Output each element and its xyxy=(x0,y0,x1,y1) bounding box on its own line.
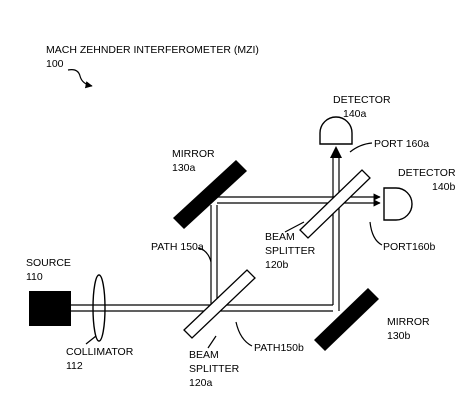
path-a-leader xyxy=(197,247,212,263)
collimator-lens xyxy=(92,274,106,342)
detector-b-ref: 140b xyxy=(432,181,456,193)
detector-b-label: DETECTOR xyxy=(398,167,456,179)
beam-splitter-a xyxy=(183,269,256,339)
detector-b xyxy=(383,187,413,221)
diagram-title-ref: 100 xyxy=(46,58,64,70)
collimator-ref: 112 xyxy=(66,360,83,372)
collimator-label: COLLIMATOR xyxy=(66,346,134,358)
port-a-label: PORT 160a xyxy=(374,138,429,150)
source-label: SOURCE xyxy=(26,257,71,269)
collimator-leader xyxy=(85,335,97,345)
detector-a xyxy=(319,116,353,145)
beam-splitter-a-line1: BEAM xyxy=(189,349,219,361)
beam-splitter-b-leader xyxy=(284,221,305,233)
diagram-title: MACH ZEHNDER INTERFEROMETER (MZI) xyxy=(46,44,259,56)
beam-splitter-a-ref: 120a xyxy=(189,377,213,389)
port-b-label: PORT160b xyxy=(383,241,435,253)
port-a-leader xyxy=(349,142,373,153)
title-leader xyxy=(67,69,93,89)
source-ref: 110 xyxy=(26,271,43,283)
detector-a-ref: 140a xyxy=(343,108,367,120)
port-b-leader xyxy=(369,221,383,246)
beam-splitter-a-line2: SPLITTER xyxy=(189,363,240,375)
beam-up-arrowhead xyxy=(330,146,342,158)
path-a-label: PATH 150a xyxy=(151,241,204,253)
mirror-a xyxy=(173,160,247,229)
beam-splitter-b-line2: SPLITTER xyxy=(265,245,316,257)
mirror-b-ref: 130b xyxy=(387,330,411,342)
mirror-b-label: MIRROR xyxy=(387,316,430,328)
beam-splitter-b-line1: BEAM xyxy=(265,231,295,243)
source-block xyxy=(29,291,71,326)
mirror-a-ref: 130a xyxy=(172,162,196,174)
detector-a-label: DETECTOR xyxy=(333,94,391,106)
path-b-label: PATH150b xyxy=(254,342,304,354)
mirror-b xyxy=(314,288,379,351)
beam-splitter-b xyxy=(299,169,371,239)
beam-splitter-a-leader xyxy=(207,335,217,349)
beam-splitter-b-ref: 120b xyxy=(265,259,289,271)
mirror-a-label: MIRROR xyxy=(172,148,215,160)
path-b-leader xyxy=(235,321,253,347)
